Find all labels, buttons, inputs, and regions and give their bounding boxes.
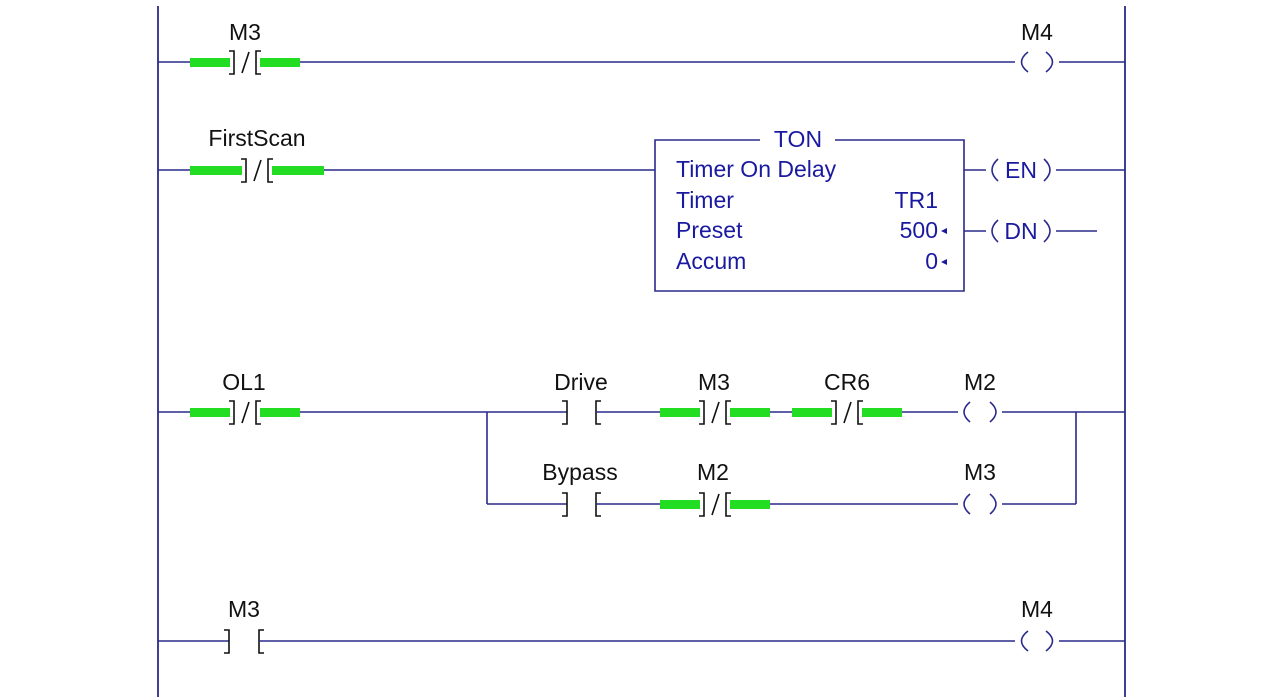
contact-drive-no[interactable]: Drive xyxy=(554,369,608,425)
contact-tag: CR6 xyxy=(824,369,870,395)
preset-arrow-icon xyxy=(941,228,947,234)
ton-row-label: Timer xyxy=(676,187,734,213)
contact-tag: M2 xyxy=(697,459,729,485)
coil-m4[interactable]: M4 xyxy=(1020,19,1054,73)
contact-m3-nc[interactable]: M3 xyxy=(660,369,770,425)
ton-row-label: Accum xyxy=(676,248,746,274)
coil-tag: M4 xyxy=(1021,19,1053,45)
rung-4: M3 M4 xyxy=(158,596,1125,654)
ton-dn-output[interactable]: DN xyxy=(991,218,1051,244)
contact-m3-no[interactable]: M3 xyxy=(224,596,264,654)
ton-row-label: Preset xyxy=(676,217,743,243)
ton-title: TON xyxy=(774,126,822,152)
contact-tag: FirstScan xyxy=(208,125,305,151)
ton-output-label: DN xyxy=(1004,218,1037,244)
ton-output-label: EN xyxy=(1005,157,1037,183)
contact-tag: Drive xyxy=(554,369,608,395)
contact-tag: Bypass xyxy=(542,459,617,485)
accum-arrow-icon xyxy=(941,259,947,265)
contact-m2-nc[interactable]: M2 xyxy=(660,459,770,517)
ton-timer-value: TR1 xyxy=(895,187,938,213)
ton-preset-value: 500 xyxy=(900,217,938,243)
coil-tag: M4 xyxy=(1021,596,1053,622)
contact-tag: M3 xyxy=(228,596,260,622)
ton-subtitle: Timer On Delay xyxy=(676,156,837,182)
ton-accum-value: 0 xyxy=(925,248,938,274)
contact-ol1-nc[interactable]: OL1 xyxy=(190,369,300,425)
rung-2: FirstScan TON Timer On Delay Timer TR1 P… xyxy=(158,125,1125,292)
rung-3: OL1 Drive M3 CR6 xyxy=(158,369,1125,517)
coil-tag: M3 xyxy=(964,459,996,485)
contact-firstscan-nc[interactable]: FirstScan xyxy=(190,125,324,183)
contact-m3-nc[interactable]: M3 xyxy=(190,19,300,75)
ton-en-output[interactable]: EN xyxy=(991,157,1051,183)
contact-cr6-nc[interactable]: CR6 xyxy=(792,369,902,425)
contact-bypass-no[interactable]: Bypass xyxy=(542,459,618,517)
coil-m4[interactable]: M4 xyxy=(1020,596,1054,652)
contact-tag: OL1 xyxy=(222,369,265,395)
contact-tag: M3 xyxy=(698,369,730,395)
coil-tag: M2 xyxy=(964,369,996,395)
coil-m2[interactable]: M2 xyxy=(963,369,997,423)
contact-tag: M3 xyxy=(229,19,261,45)
rung-1: M3 M4 xyxy=(158,19,1125,75)
ton-block[interactable]: TON Timer On Delay Timer TR1 Preset 500 … xyxy=(654,126,965,292)
coil-m3[interactable]: M3 xyxy=(963,459,997,515)
